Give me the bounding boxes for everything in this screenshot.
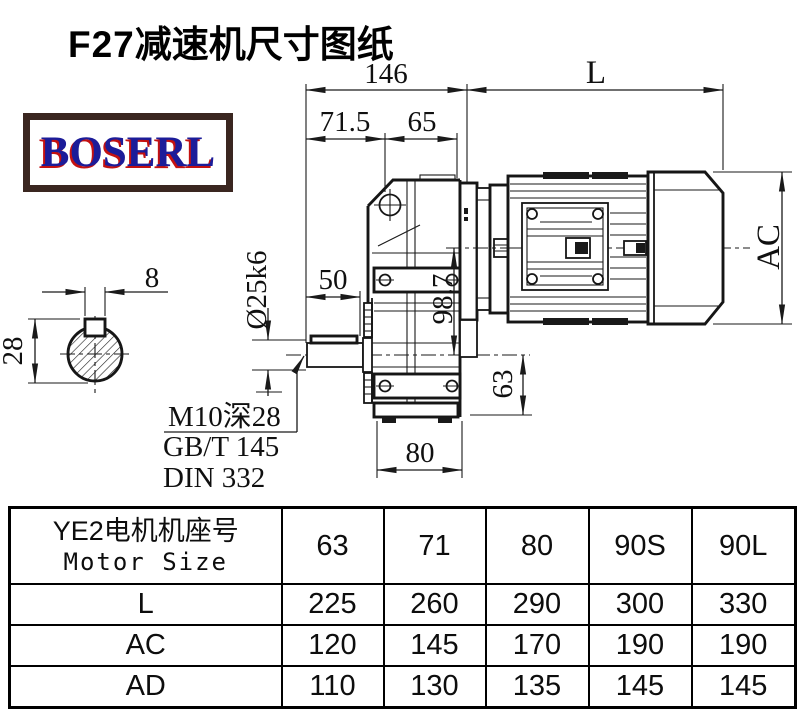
page-title: F27减速机尺寸图纸 [68,14,394,68]
callout-line1: M10深28 [168,401,281,433]
dimension-98-7: 98.7 [427,247,459,356]
dim-label-foot-width: 80 [406,437,435,469]
table-row-AC: AC 120 145 170 190 190 [8,624,797,667]
table-row-L: L 225 260 290 300 330 [8,583,797,626]
col-71: 71 [382,506,487,585]
dim-label-total-length: 146 [364,58,408,90]
dimension-shaft-dia: Ø25k6 [241,251,306,396]
cell-AD-63: 110 [280,665,385,709]
brand-logo-text: BOSERL [40,129,216,176]
row-label-AC: AC [8,624,283,667]
dim-label-shaft-dia: Ø25k6 [241,251,273,330]
cell-L-90L: 330 [690,583,797,626]
col-90L: 90L [690,506,797,585]
cell-L-90S: 300 [587,583,693,626]
motor [446,170,750,326]
title-model: F27 [68,24,135,65]
output-shaft [286,334,530,373]
motor-size-label-cn: YE2电机机座号 [52,515,239,546]
cell-L-63: 225 [280,583,385,626]
dimension-L: L [466,55,724,170]
cell-AC-63: 120 [280,624,385,667]
col-80: 80 [484,506,590,585]
shaft-section-view: 8 28 [0,262,168,394]
dimension-80: 80 [376,421,463,478]
cell-AD-71: 130 [382,665,487,709]
dim-label-foot-height: 63 [487,370,519,399]
dim-label-face-offset: 65 [408,106,437,138]
cell-L-80: 290 [484,583,590,626]
dim-label-axis-offset: 98.7 [427,274,459,325]
dimension-section-height: 28 [0,318,88,384]
size-table: YE2电机机座号 Motor Size 63 71 80 90S 90L L 2… [8,506,797,709]
table-header-cell: YE2电机机座号 Motor Size [8,506,283,585]
cell-AC-80: 170 [484,624,590,667]
cell-AC-71: 145 [382,624,487,667]
dim-label-key-width: 8 [145,262,160,294]
row-label-L: L [8,583,283,626]
table-row-AD: AD 110 130 135 145 145 [8,665,797,709]
cell-AD-90L: 145 [690,665,797,709]
brand-logo: BOSERL [23,113,233,192]
dim-label-shaft-length: 50 [319,264,348,296]
dim-label-bolt-offset: 71.5 [320,106,371,138]
dimension-65: 65 [384,106,458,178]
dim-label-section-height: 28 [0,337,29,366]
motor-size-label-en: Motor Size [63,548,228,577]
dim-label-motor-height: AC [751,224,787,270]
size-table-container: YE2电机机座号 Motor Size 63 71 80 90S 90L L 2… [8,506,797,709]
row-label-AD: AD [8,665,283,709]
dimension-key-width: 8 [42,262,168,316]
cell-AC-90S: 190 [587,624,693,667]
tapped-hole-callout: M10深28 GB/T 145 DIN 332 [163,355,305,494]
cell-AD-80: 135 [484,665,590,709]
callout-line3: DIN 332 [163,462,265,494]
dim-label-motor-length: L [586,55,606,91]
dimension-50: 50 [305,264,361,336]
table-header-row: YE2电机机座号 Motor Size 63 71 80 90S 90L [8,506,797,585]
motor-adapter [458,181,513,358]
title-suffix: 减速机尺寸图纸 [134,25,394,66]
dimension-71-5: 71.5 [305,106,386,192]
col-90S: 90S [587,506,693,585]
cell-AC-90L: 190 [690,624,797,667]
technical-drawing: 8 28 [0,55,792,494]
col-63: 63 [280,506,385,585]
dimension-AC: AC [713,171,792,325]
callout-line2: GB/T 145 [163,431,279,463]
cell-L-71: 260 [382,583,487,626]
cell-AD-90S: 145 [587,665,693,709]
dimension-63: 63 [470,354,532,416]
